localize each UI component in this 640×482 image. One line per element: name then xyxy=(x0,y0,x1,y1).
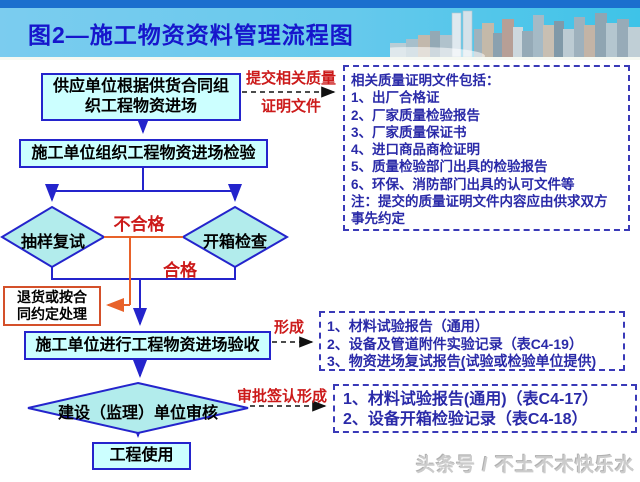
return-box: 退货或按合 同约定处理 xyxy=(3,286,101,326)
supply-box-line1: 供应单位根据供货合同组 xyxy=(52,78,229,95)
quality-docs-line: 2、厂家质量检验报告 xyxy=(351,107,481,123)
buildings xyxy=(390,10,640,57)
fail-label: 不合格 xyxy=(113,215,165,234)
header-divider xyxy=(0,57,640,60)
quality-docs-line: 注：提交的质量证明文件内容应由供求双方 xyxy=(351,194,608,210)
submit-label-line1: 提交相关质量 xyxy=(245,70,336,87)
unboxing-diamond-label: 开箱检查 xyxy=(202,234,267,251)
top-strip xyxy=(0,0,640,8)
line-collector xyxy=(51,267,236,280)
watermark-text: 头条号 / 不土不木快乐水 xyxy=(416,455,635,476)
quality-docs-panel: 相关质量证明文件包括： 1、出厂合格证 2、厂家质量检验报告 3、厂家质量保证书… xyxy=(343,65,630,231)
use-box: 工程使用 xyxy=(92,442,191,470)
quality-docs-line: 1、出厂合格证 xyxy=(351,90,440,106)
supply-box: 供应单位根据供货合同组 织工程物资进场 xyxy=(41,73,241,121)
inspect-box: 施工单位组织工程物资进场检验 xyxy=(19,139,268,168)
review-diamond-label: 建设（监理）单位审核 xyxy=(57,405,218,422)
submit-label-line2: 证明文件 xyxy=(260,98,321,115)
supply-box-line2: 织工程物资进场 xyxy=(84,98,197,115)
acceptance-box: 施工单位进行工程物资进场验收 xyxy=(24,331,271,360)
quality-docs-line: 6、环保、消防部门出具的认可文件等 xyxy=(351,176,575,192)
acceptance-docs-line: 1、材料试验报告（通用） xyxy=(327,318,489,334)
page-title: 图2—施工物资资料管理流程图 xyxy=(28,22,354,48)
quality-docs-line: 5、质量检验部门出具的检验报告 xyxy=(351,159,548,175)
city-skyline-image xyxy=(390,10,640,57)
quality-docs-line: 事先约定 xyxy=(351,211,405,227)
return-box-line2: 同约定处理 xyxy=(17,306,87,322)
quality-docs-line: 相关质量证明文件包括： xyxy=(351,73,500,88)
approve-form-label: 审批签认形成 xyxy=(236,388,327,405)
quality-docs-line: 4、进口商品商检证明 xyxy=(351,142,481,158)
return-box-line1: 退货或按合 xyxy=(17,289,87,305)
acceptance-docs-line: 3、物资进场复试报告(试验或检验单位提供) xyxy=(327,353,597,369)
acceptance-docs-panel: 1、材料试验报告（通用） 2、设备及管道附件实验记录（表C4-19） 3、物资进… xyxy=(319,311,625,371)
approval-docs-line: 2、设备开箱检验记录（表C4-18） xyxy=(343,411,588,428)
approval-docs-panel: 1、材料试验报告(通用)（表C4-17） 2、设备开箱检验记录（表C4-18） xyxy=(333,384,637,433)
acceptance-docs-line: 2、设备及管道附件实验记录（表C4-19） xyxy=(327,335,583,352)
sampling-diamond-label: 抽样复试 xyxy=(20,234,85,251)
form-label: 形成 xyxy=(273,319,304,336)
quality-docs-line: 3、厂家质量保证书 xyxy=(351,124,467,140)
approval-docs-line: 1、材料试验报告(通用)（表C4-17） xyxy=(343,391,599,408)
title-bar: 图2—施工物资资料管理流程图 xyxy=(0,0,640,60)
pass-label: 合格 xyxy=(163,261,197,280)
flow-arrows xyxy=(45,116,242,438)
